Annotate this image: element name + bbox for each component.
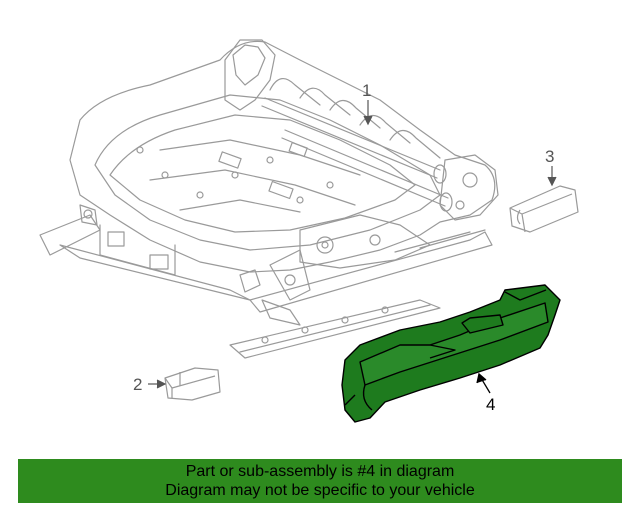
callout-4-label: 4: [486, 395, 495, 414]
part-2-bracket: [164, 367, 221, 401]
banner-line-1: Part or sub-assembly is #4 in diagram: [185, 463, 455, 480]
part-4-trim-cover: [341, 284, 561, 423]
info-banner: Part or sub-assembly is #4 in diagram Di…: [18, 459, 622, 503]
parts-diagram: 1 2 3 4: [39, 39, 579, 423]
callout-leaders: [148, 100, 557, 389]
callout-leader-4: [476, 372, 491, 394]
callout-3-label: 3: [545, 147, 554, 166]
callout-1-label: 1: [362, 81, 371, 100]
seat-frame-assembly: [39, 39, 499, 359]
part-3-cover: [509, 185, 579, 233]
banner-line-2: Diagram may not be specific to your vehi…: [165, 482, 475, 499]
callout-2-label: 2: [133, 375, 142, 394]
